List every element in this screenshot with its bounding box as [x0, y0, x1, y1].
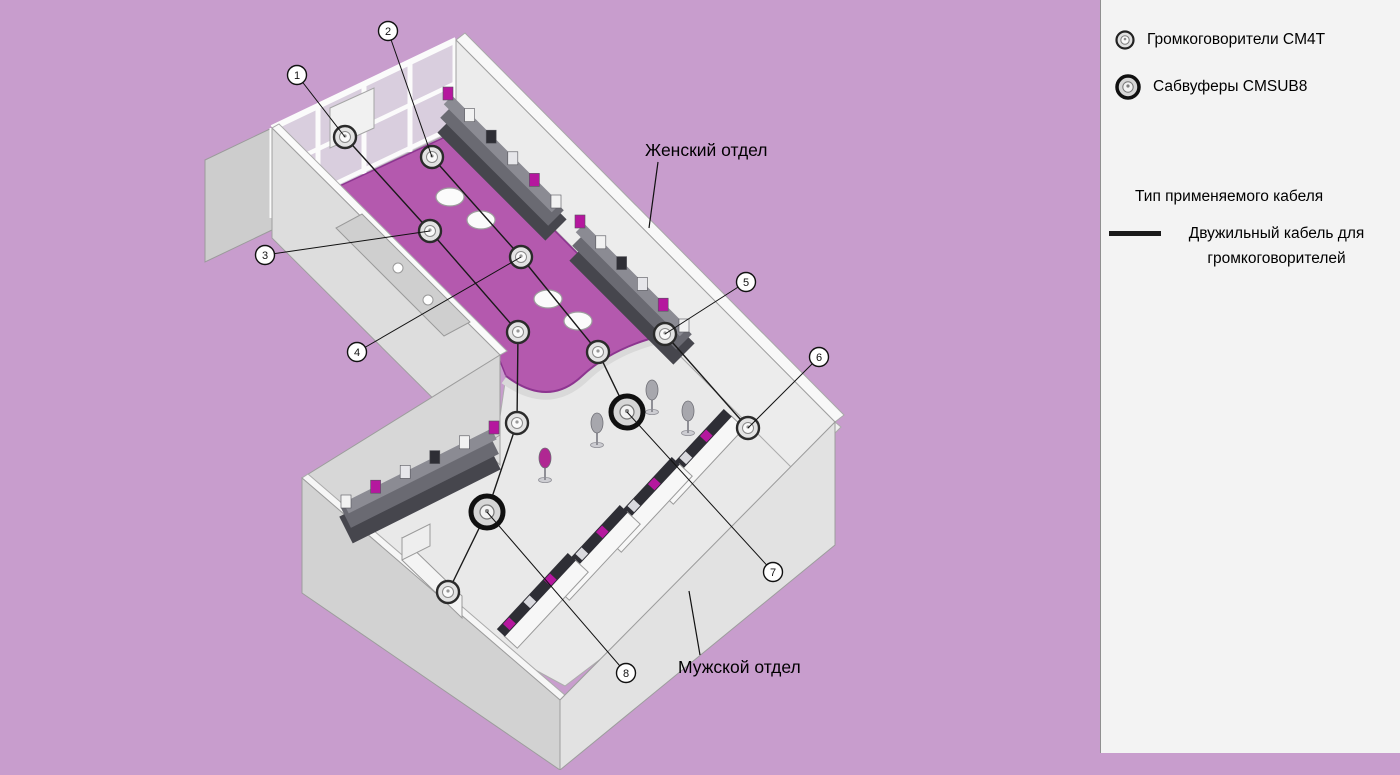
- callout-4: 4: [346, 256, 522, 363]
- round-table: [563, 311, 593, 331]
- callout-circle: [808, 346, 830, 368]
- cm4t-speaker-icon: [1115, 30, 1135, 50]
- callout-circle: [762, 561, 784, 583]
- clothing-stack: [637, 277, 648, 291]
- legend-item-cm4t: Громкоговорители CM4T: [1113, 0, 1400, 52]
- cmsub8-subwoofer: [608, 393, 646, 431]
- area-label-men: Мужской отдел: [678, 590, 801, 677]
- cable-section-title: Тип применяемого кабеля: [1135, 188, 1324, 205]
- callout-1: 1: [286, 64, 346, 138]
- clothing-stack: [678, 318, 690, 333]
- callout-number: 5: [743, 277, 749, 289]
- callout-circle: [254, 244, 276, 266]
- clothing-stack: [550, 194, 562, 209]
- clothing-stack: [399, 465, 411, 479]
- clothing-stack: [370, 479, 381, 494]
- cable-label-line2: громкоговорителей: [1207, 249, 1346, 267]
- round-table: [466, 210, 496, 230]
- clothing-stack: [459, 435, 470, 450]
- area-label-text: Женский отдел: [645, 140, 768, 160]
- callout-circle: [377, 20, 399, 42]
- speaker-cable: [664, 333, 749, 429]
- legend-label-cmsub8: Сабвуферы CMSUB8: [1153, 78, 1308, 95]
- clothing-stack: [595, 235, 607, 250]
- mannequin: [538, 447, 552, 483]
- callout-circle: [615, 662, 637, 684]
- callout-2: 2: [377, 20, 433, 158]
- cable-label: Двужильный кабель для громкоговорителей: [1161, 222, 1392, 272]
- mannequin: [681, 400, 695, 436]
- round-table: [435, 187, 465, 207]
- area-label-text: Мужской отдел: [678, 657, 801, 677]
- clothing-stack: [529, 173, 540, 187]
- cm4t-speaker: [504, 410, 530, 436]
- mannequin: [645, 379, 659, 415]
- callout-number: 2: [385, 26, 391, 38]
- callout-6: 6: [747, 346, 830, 429]
- cable-label-line1: Двужильный кабель для: [1188, 225, 1365, 242]
- clothing-stack: [429, 450, 441, 464]
- display-stand: [392, 262, 404, 274]
- clothing-stack: [488, 420, 500, 435]
- callout-number: 3: [262, 250, 268, 262]
- callout-circle: [286, 64, 308, 86]
- walkway-curve: [501, 335, 663, 400]
- shelf-unit: [437, 86, 567, 241]
- callout-number: 4: [354, 347, 360, 359]
- clothing-stack: [507, 151, 519, 166]
- clothing-stack: [464, 108, 475, 122]
- mannequin: [590, 412, 604, 448]
- callout-number: 7: [770, 567, 776, 579]
- legend-label-cm4t: Громкоговорители CM4T: [1147, 31, 1326, 48]
- callout-circle: [735, 271, 757, 293]
- cmsub8-speaker-icon: [1115, 74, 1141, 100]
- callout-number: 8: [623, 668, 629, 680]
- callout-number: 6: [816, 352, 822, 364]
- callout-7: 7: [626, 411, 784, 583]
- cm4t-speaker: [585, 339, 611, 365]
- clothing-stack: [616, 256, 627, 270]
- legend-item-cmsub8: Сабвуферы CMSUB8: [1113, 72, 1400, 102]
- clothing-rack: [496, 553, 589, 649]
- clothing-stack: [442, 86, 454, 101]
- callout-8: 8: [486, 511, 637, 684]
- clothing-stack: [657, 297, 669, 312]
- area-label-women: Женский отдел: [645, 140, 768, 229]
- callout-5: 5: [664, 271, 757, 335]
- round-table: [533, 289, 563, 309]
- floor-boundary-line: [505, 335, 661, 393]
- cable-line-swatch: [1109, 231, 1161, 236]
- cm4t-speaker: [435, 579, 461, 605]
- clothing-stack: [340, 494, 352, 509]
- legend-item-cable: Двужильный кабель для громкоговорителей: [1109, 222, 1392, 272]
- fitting-room-wall: [401, 523, 431, 561]
- callout-circle: [346, 341, 368, 363]
- callouts: 1 2 3 4 5 6 7 8: [254, 20, 830, 684]
- speaker-cable: [431, 156, 628, 413]
- mens-front-right-wall: [559, 420, 836, 772]
- display-stand: [422, 294, 434, 306]
- legend-panel: Громкоговорители CM4T Сабвуферы CMSUB8 Т…: [1100, 0, 1400, 753]
- clothing-stack: [485, 129, 497, 144]
- shelf-unit: [339, 420, 501, 544]
- cm4t-speaker: [505, 319, 531, 345]
- callout-3: 3: [254, 230, 431, 266]
- clothing-stack: [574, 214, 586, 229]
- callout-number: 1: [294, 70, 300, 82]
